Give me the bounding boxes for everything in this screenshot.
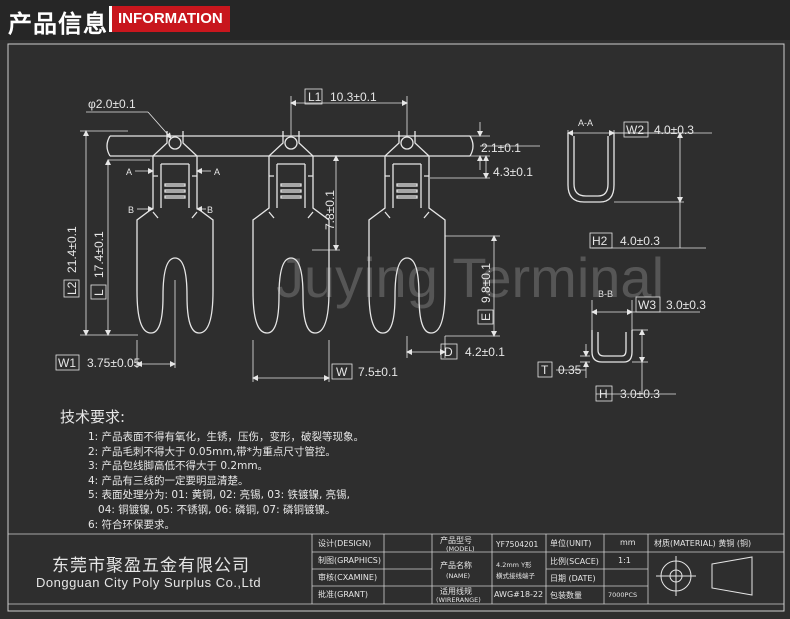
W1-value: 3.75±0.05: [87, 356, 141, 370]
date-label: 日期 (DATE): [550, 574, 596, 583]
title-block-grid: [8, 533, 784, 605]
L1-value: 10.3±0.1: [330, 90, 377, 104]
dim-7-8-value: 7.8±0.1: [323, 190, 337, 230]
H2-value: 4.0±0.3: [620, 234, 660, 248]
drawing-border: [7, 43, 785, 612]
W2-value: 4.0±0.3: [654, 123, 694, 137]
requirement-line: 5: 表面处理分为: 01: 黄铜, 02: 亮锡, 03: 铁镀镍, 亮锡,: [88, 489, 351, 502]
pack-quantity-label: 包装数量: [550, 591, 582, 600]
D-value: 4.2±0.1: [465, 345, 505, 359]
section-b-left: B: [128, 205, 134, 215]
section-bb-view: [591, 330, 633, 363]
requirement-line: 1: 产品表面不得有氧化，生锈，压伤，变形，破裂等现象。: [88, 431, 365, 443]
W-value: 7.5±0.1: [358, 365, 398, 379]
section-b-right: B: [207, 205, 213, 215]
grant-label: 批准(GRANT): [318, 590, 369, 599]
T-value: 0.35: [558, 363, 582, 377]
hole-diameter-label: φ2.0±0.1: [88, 97, 136, 111]
W-tag: W: [336, 365, 348, 379]
unit-label: 单位(UNIT): [550, 539, 592, 548]
header-divider: [109, 6, 112, 32]
T-tag: T: [541, 363, 549, 377]
dim-2-1-value: 2.1±0.1: [481, 141, 521, 155]
W1-tag: W1: [58, 356, 76, 370]
material-label: 材质(MATERIAL) 黄铜 (铜): [654, 539, 752, 548]
H2-tag: H2: [592, 234, 608, 248]
header-bar: 产品信息 INFORMATION: [0, 0, 790, 40]
L2-value: 21.4±0.1: [65, 226, 79, 273]
W3-value: 3.0±0.3: [666, 298, 706, 312]
examine-label: 审核(CXAMINE): [318, 573, 378, 582]
unit-value: mm: [620, 538, 636, 547]
name-sub-label: (NAME): [446, 572, 471, 580]
model-sub-label: (MODEL): [446, 545, 475, 553]
requirement-line: 2: 产品毛刺不得大于 0.05mm,带*为重点尺寸管控。: [88, 445, 336, 458]
section-a-right: A: [214, 167, 220, 177]
header-title-en: INFORMATION: [112, 6, 230, 32]
model-label: 产品型号: [440, 536, 472, 545]
technical-requirements: 技术要求: 1: 产品表面不得有氧化，生锈，压伤，变形，破裂等现象。 2: 产品…: [60, 406, 364, 532]
requirement-line: 6: 符合环保要求。: [88, 518, 176, 531]
W3-tag: W3: [638, 298, 656, 312]
header-title-cn: 产品信息: [8, 10, 108, 38]
wire-range-label: 适用线规: [440, 587, 472, 596]
pack-quantity-value: 7000PCS: [608, 591, 638, 599]
requirement-line: 4: 产品有三线的一定要明显清楚。: [88, 474, 249, 487]
graphics-label: 制图(GRAPHICS): [318, 556, 382, 565]
company-name-en: Dongguan City Poly Surplus Co.,Ltd: [36, 575, 262, 590]
H-value: 3.0±0.3: [620, 387, 660, 401]
watermark-text: Juying Terminal: [276, 246, 664, 309]
requirement-line: 04: 铜镀镍, 05: 不锈钢, 06: 磷铜, 07: 磷铜镀镍。: [88, 503, 336, 516]
section-a-left: A: [126, 167, 132, 177]
E-tag: E: [479, 313, 493, 321]
requirements-title: 技术要求:: [60, 408, 126, 426]
design-label: 设计(DESIGN): [318, 539, 372, 548]
name-value-line1: 4.2mm Y形: [496, 561, 532, 569]
wire-range-sub-label: (WIRERANGE): [436, 596, 481, 604]
E-value: 9.8±0.1: [479, 263, 493, 303]
requirement-line: 3: 产品包线脚高低不得大于 0.2mm。: [88, 460, 269, 473]
model-value: YF7504201: [496, 540, 539, 549]
dim-4-3-value: 4.3±0.1: [493, 165, 533, 179]
section-bb-label: B-B: [598, 289, 613, 299]
scale-label: 比例(SCACE): [550, 557, 599, 566]
company-name-cn: 东莞市聚盈五金有限公司: [52, 556, 250, 576]
L1-tag: L1: [308, 90, 322, 104]
H-tag: H: [599, 387, 608, 401]
L-value: 17.4±0.1: [92, 231, 106, 278]
section-aa-view: [567, 133, 615, 203]
name-label: 产品名称: [440, 561, 472, 570]
name-value-line2: 横式接线端子: [496, 572, 535, 580]
W2-tag: W2: [626, 123, 644, 137]
section-aa-label: A-A: [578, 118, 593, 128]
wire-range-value: AWG#18-22: [494, 590, 544, 599]
L-tag: L: [92, 289, 106, 296]
scale-value: 1:1: [618, 556, 631, 565]
projection-symbol: [656, 556, 753, 596]
D-tag: D: [444, 345, 453, 359]
L2-tag: L2: [65, 281, 79, 295]
